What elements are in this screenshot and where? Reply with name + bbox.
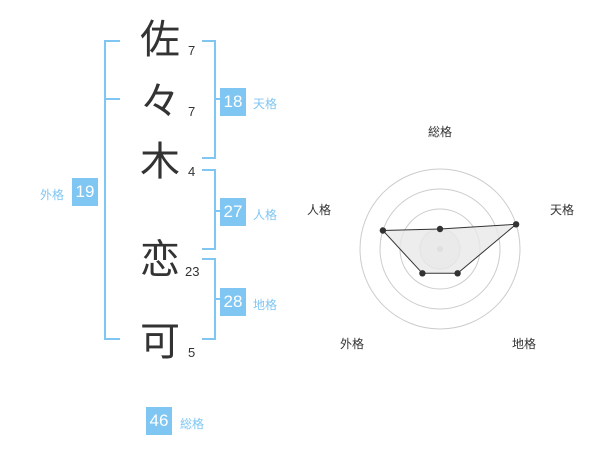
name-char-4: 恋 [140,237,180,283]
radar-axis-label-jinkaku: 人格 [307,203,332,217]
tenkaku-label: 天格 [253,97,278,111]
chikaku-label: 地格 [253,298,278,312]
tenkaku-bracket-tick [216,98,220,100]
jinkaku-label: 人格 [253,208,278,222]
radar-point-1 [436,225,444,233]
radar-axis-label-gaikaku: 外格 [340,337,365,351]
chikaku-bracket [202,258,216,340]
soukaku-label: 総格 [180,417,205,431]
chikaku-bracket-tick [216,298,220,300]
chikaku-badge: 28 [220,288,246,316]
name-char-1: 佐 [140,17,180,63]
soukaku-badge: 46 [146,407,172,435]
jinkaku-bracket-tick [216,210,220,212]
jinkaku-bracket [202,169,216,250]
stroke-count-1: 7 [188,43,196,58]
jinkaku-badge: 27 [220,198,246,226]
radar-axis-label-soukaku: 総格 [428,125,453,139]
stroke-count-5: 5 [188,345,196,360]
radar-grid-ring [359,168,521,330]
stroke-count-4: 23 [185,264,200,279]
name-char-3: 木 [140,139,180,185]
radar-axis-label-tenkaku: 天格 [550,203,575,217]
radar-point-4 [419,270,426,277]
stroke-count-3: 4 [188,164,196,179]
gaikaku-bracket [104,40,120,340]
gaikaku-label: 外格 [40,188,65,202]
radar-point-5 [379,227,387,234]
stroke-count-2: 7 [188,104,196,119]
radar-grid-ring [379,188,501,310]
gaikaku-badge: 19 [72,178,98,206]
name-char-5: 可 [140,319,180,365]
gaikaku-bracket-tick [104,98,120,100]
radar-series-polygon [381,223,518,274]
radar-point-3 [454,270,461,277]
tenkaku-bracket [202,40,216,159]
tenkaku-badge: 18 [220,88,246,116]
radar-axis-label-chikaku: 地格 [512,337,537,351]
name-char-2: 々 [140,79,180,125]
radar-point-2 [512,221,520,228]
